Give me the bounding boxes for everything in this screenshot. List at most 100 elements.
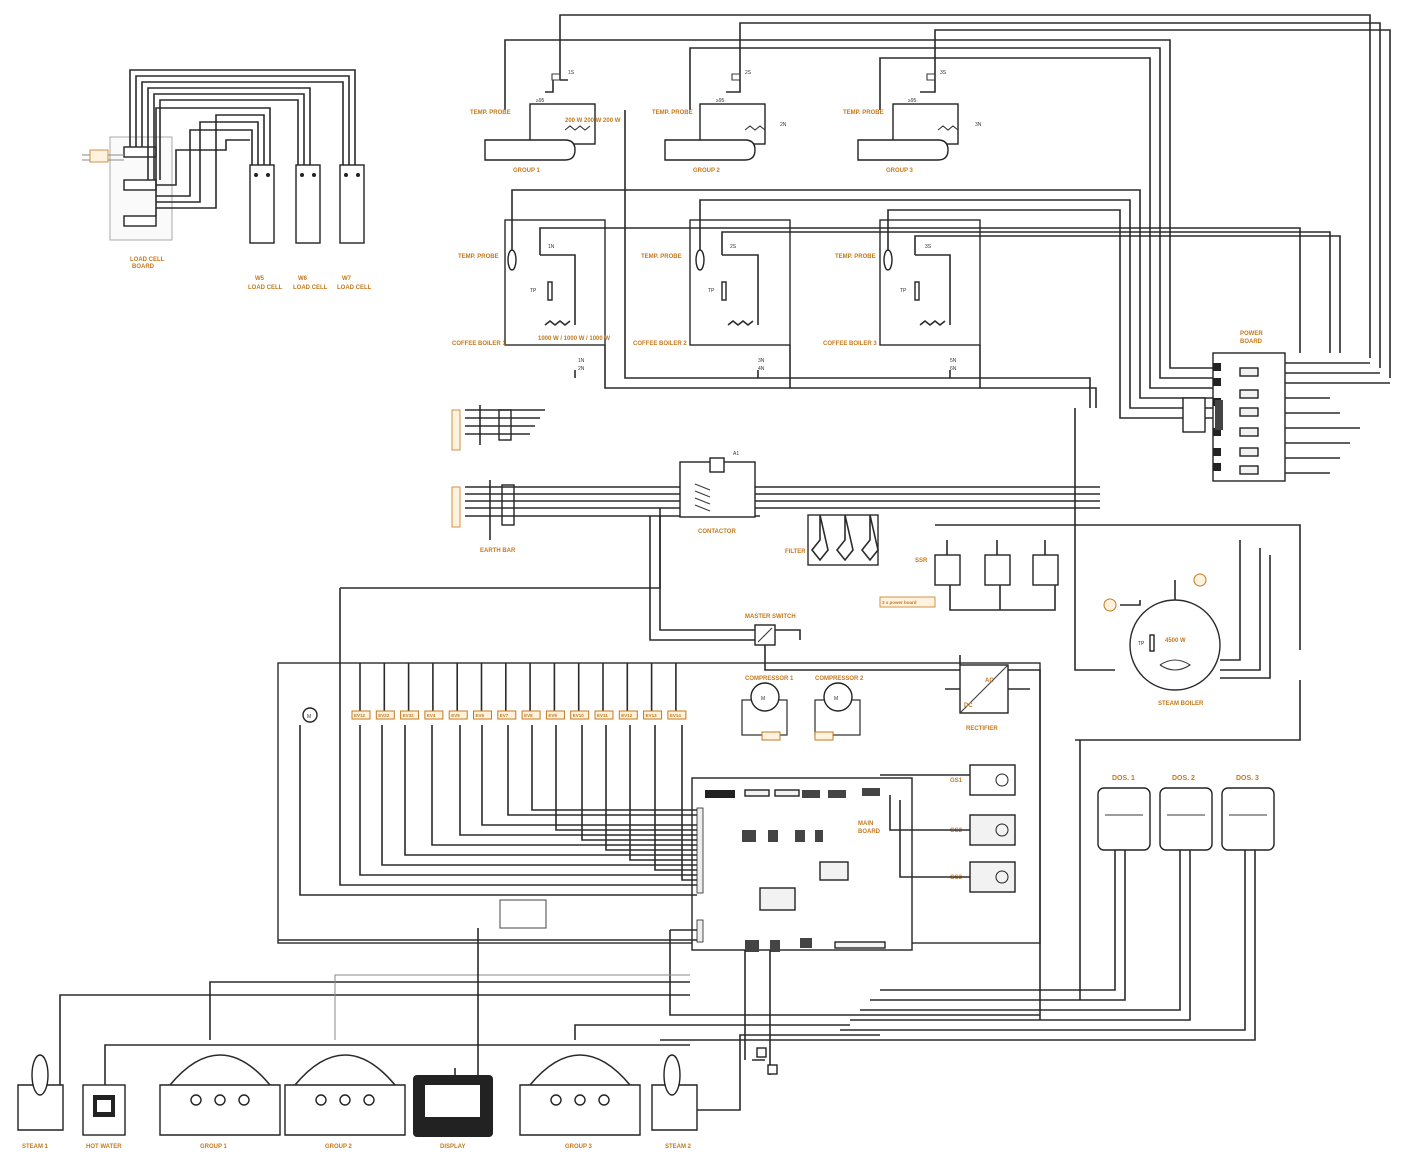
svg-text:TEMP. PROBE: TEMP. PROBE: [470, 110, 511, 116]
valve-tag-label: EV13: [646, 713, 658, 718]
svg-text:≥95: ≥95: [536, 98, 545, 104]
svg-text:LOAD CELL: LOAD CELL: [248, 285, 283, 291]
steam-wand-1: STEAM 1: [17, 994, 690, 1150]
display-panel: DISPLAY: [413, 928, 493, 1150]
svg-text:M: M: [307, 714, 311, 720]
boiler-supply-wires: [511, 110, 1341, 419]
svg-text:M: M: [834, 696, 838, 702]
valve-tag-box: [521, 710, 541, 720]
svg-text:TP: TP: [530, 288, 537, 294]
coffee-boiler-3: TP TEMP. PROBE COFFEE BOILER 3 5N 6N 3S: [823, 219, 981, 372]
svg-text:STEAM BOILER: STEAM BOILER: [1158, 701, 1204, 707]
valve-tag-label: EV12: [621, 713, 633, 718]
svg-text:COMPRESSOR 1: COMPRESSOR 1: [745, 676, 794, 682]
svg-text:W7: W7: [342, 276, 352, 282]
main-board-label: MAIN: [858, 821, 873, 827]
svg-text:SSR: SSR: [915, 558, 928, 564]
steam-heater-rating: 4500 W: [1165, 638, 1186, 644]
svg-text:COFFEE BOILER 1: COFFEE BOILER 1: [452, 341, 506, 347]
svg-text:≥95: ≥95: [716, 98, 725, 104]
mains-inputs: EARTH BAR: [451, 405, 1100, 554]
valve-tag-box: [618, 710, 638, 720]
svg-text:RECTIFIER: RECTIFIER: [966, 726, 998, 732]
svg-text:GROUP 3: GROUP 3: [886, 168, 914, 174]
hot-water-button: HOT WATER: [82, 1044, 690, 1150]
svg-text:GS2: GS2: [950, 828, 963, 834]
svg-text:LOAD CELL: LOAD CELL: [293, 285, 328, 291]
valve-tag-box: [667, 710, 687, 720]
group-panel-2: GROUP 2: [284, 974, 690, 1150]
valve-tag-label: EV6: [476, 713, 485, 718]
svg-text:TP: TP: [708, 288, 715, 294]
svg-text:W6: W6: [298, 276, 308, 282]
rectifier: AC DC RECTIFIER: [945, 655, 1030, 732]
gs1-switch: [969, 764, 1016, 796]
top-group-3: TEMP. PROBE GROUP 3 ≥95 3S 3N: [843, 70, 982, 174]
valve-tag-label: EV11: [597, 713, 608, 718]
svg-text:A1: A1: [733, 451, 739, 457]
coffee-boilers: TP TEMP. PROBE COFFEE BOILER 1 1000 W / …: [452, 219, 981, 372]
load-cell-w7: [339, 164, 365, 244]
svg-text:GROUP 2: GROUP 2: [325, 1144, 353, 1150]
svg-text:DOS. 3: DOS. 3: [1236, 775, 1259, 782]
svg-text:TP: TP: [900, 288, 907, 294]
svg-text:FILTER: FILTER: [785, 549, 806, 555]
filter: FILTER: [785, 514, 879, 566]
svg-text:COFFEE BOILER 3: COFFEE BOILER 3: [823, 341, 877, 347]
ssr-caption: 3 x power board: [882, 600, 917, 605]
svg-text:5N: 5N: [950, 358, 957, 364]
valve-tag-label: EV22: [378, 713, 390, 718]
svg-text:TEMP. PROBE: TEMP. PROBE: [641, 254, 682, 260]
svg-text:3N: 3N: [975, 122, 982, 128]
svg-text:3S: 3S: [925, 244, 932, 250]
svg-text:GROUP 1: GROUP 1: [513, 168, 541, 174]
load-cell-board: LOAD CELL BOARD: [82, 136, 173, 270]
compressors: M COMPRESSOR 1 M COMPRESSOR 2: [741, 676, 864, 741]
svg-text:GROUP 1: GROUP 1: [200, 1144, 228, 1150]
load-cell-board-label-2: BOARD: [132, 264, 155, 270]
svg-text:DC: DC: [964, 703, 973, 709]
group-panel-1: GROUP 1: [159, 981, 690, 1150]
group-panel-3: GROUP 3: [519, 1024, 850, 1150]
valve-tag-box: [448, 710, 468, 720]
valve-tag-label: EV9: [548, 713, 557, 718]
svg-text:DOS. 1: DOS. 1: [1112, 775, 1135, 782]
svg-text:6N: 6N: [950, 366, 957, 372]
contactor: CONTACTOR A1: [679, 451, 756, 535]
svg-text:GROUP 3: GROUP 3: [565, 1144, 593, 1150]
earth-bar-label: EARTH BAR: [480, 548, 516, 554]
svg-text:TP: TP: [1138, 641, 1145, 647]
svg-text:1S: 1S: [568, 70, 575, 76]
svg-text:2S: 2S: [730, 244, 737, 250]
valve-tag-label: EV12: [354, 713, 366, 718]
bottom-panels: STEAM 1 HOT WATER GROUP 1 GROUP 2: [17, 928, 880, 1150]
svg-text:STEAM 2: STEAM 2: [665, 1144, 692, 1150]
valve-tag-box: [570, 710, 590, 720]
svg-text:≥95: ≥95: [908, 98, 917, 104]
valve-tag-box: [594, 710, 614, 720]
gs-switches: GS1 GS2 GS3: [880, 764, 1016, 893]
valve-tag-box: [351, 710, 371, 720]
ssr-relays: 3 x power board SSR: [879, 524, 1301, 650]
svg-text:MASTER SWITCH: MASTER SWITCH: [745, 614, 796, 620]
svg-text:STEAM 1: STEAM 1: [22, 1144, 49, 1150]
svg-text:LOAD CELL: LOAD CELL: [337, 285, 372, 291]
svg-text:COFFEE BOILER 2: COFFEE BOILER 2: [633, 341, 687, 347]
boiler-heater-rating: 1000 W / 1000 W / 1000 W: [538, 336, 610, 342]
svg-text:GROUP 2: GROUP 2: [693, 168, 721, 174]
power-board-label: POWER: [1240, 331, 1263, 337]
valve-tag-box: [400, 710, 420, 720]
valve-tag-label: EV14: [670, 713, 682, 718]
svg-text:TEMP. PROBE: TEMP. PROBE: [652, 110, 693, 116]
svg-text:3S: 3S: [940, 70, 947, 76]
main-board: MAIN BOARD: [499, 777, 913, 952]
top-group-2: TEMP. PROBE GROUP 2 ≥95 2S 2N: [652, 70, 787, 174]
svg-text:DISPLAY: DISPLAY: [440, 1144, 465, 1150]
svg-text:2S: 2S: [745, 70, 752, 76]
steam-boiler: TP 4500 W STEAM BOILER: [1074, 408, 1271, 707]
svg-text:BOARD: BOARD: [1240, 339, 1263, 345]
coffee-boiler-2: TP TEMP. PROBE COFFEE BOILER 2 3N 4N 2S: [633, 219, 791, 372]
svg-text:1N: 1N: [578, 358, 585, 364]
